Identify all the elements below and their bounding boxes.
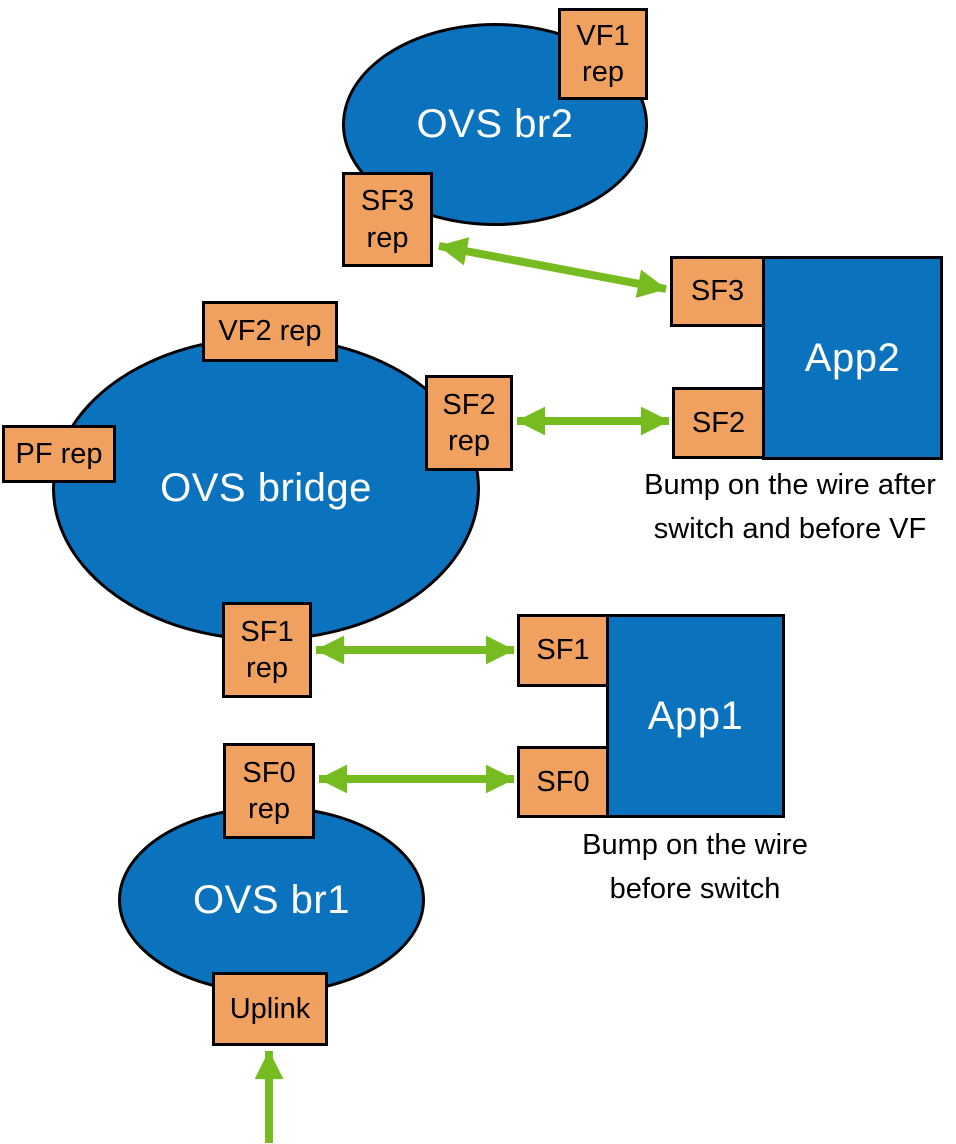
port-pf-rep: PF rep xyxy=(2,425,116,483)
app2-label: App2 xyxy=(804,335,901,380)
ovs-bridge-node: OVS bridge xyxy=(52,336,480,641)
app1-label: App1 xyxy=(647,693,744,738)
ovs-bridge-label: OVS bridge xyxy=(160,466,372,510)
port-vf2-rep: VF2 rep xyxy=(202,301,338,362)
port-sf0-rep: SF0 rep xyxy=(223,743,315,839)
port-sf1-rep: SF1 rep xyxy=(222,602,312,698)
app1-caption: Bump on the wire before switch xyxy=(582,829,808,905)
port-app1-sf1: SF1 xyxy=(517,614,609,687)
port-app1-sf0: SF0 xyxy=(517,746,609,818)
app2-node: App2 xyxy=(762,256,943,460)
port-app2-sf2: SF2 xyxy=(672,387,765,459)
app1-node: App1 xyxy=(606,614,785,818)
ovs-br2-label: OVS br2 xyxy=(416,102,574,146)
port-vf1-rep: VF1 rep xyxy=(558,8,648,100)
ovs-br1-label: OVS br1 xyxy=(193,877,350,922)
port-app2-sf3: SF3 xyxy=(670,256,765,327)
port-sf2-rep: SF2 rep xyxy=(425,375,513,471)
app2-caption: Bump on the wire after switch and before… xyxy=(644,469,936,545)
port-sf3-rep: SF3 rep xyxy=(342,172,433,267)
arrow-sf3rep-sf3 xyxy=(438,237,667,298)
port-uplink: Uplink xyxy=(212,972,328,1046)
